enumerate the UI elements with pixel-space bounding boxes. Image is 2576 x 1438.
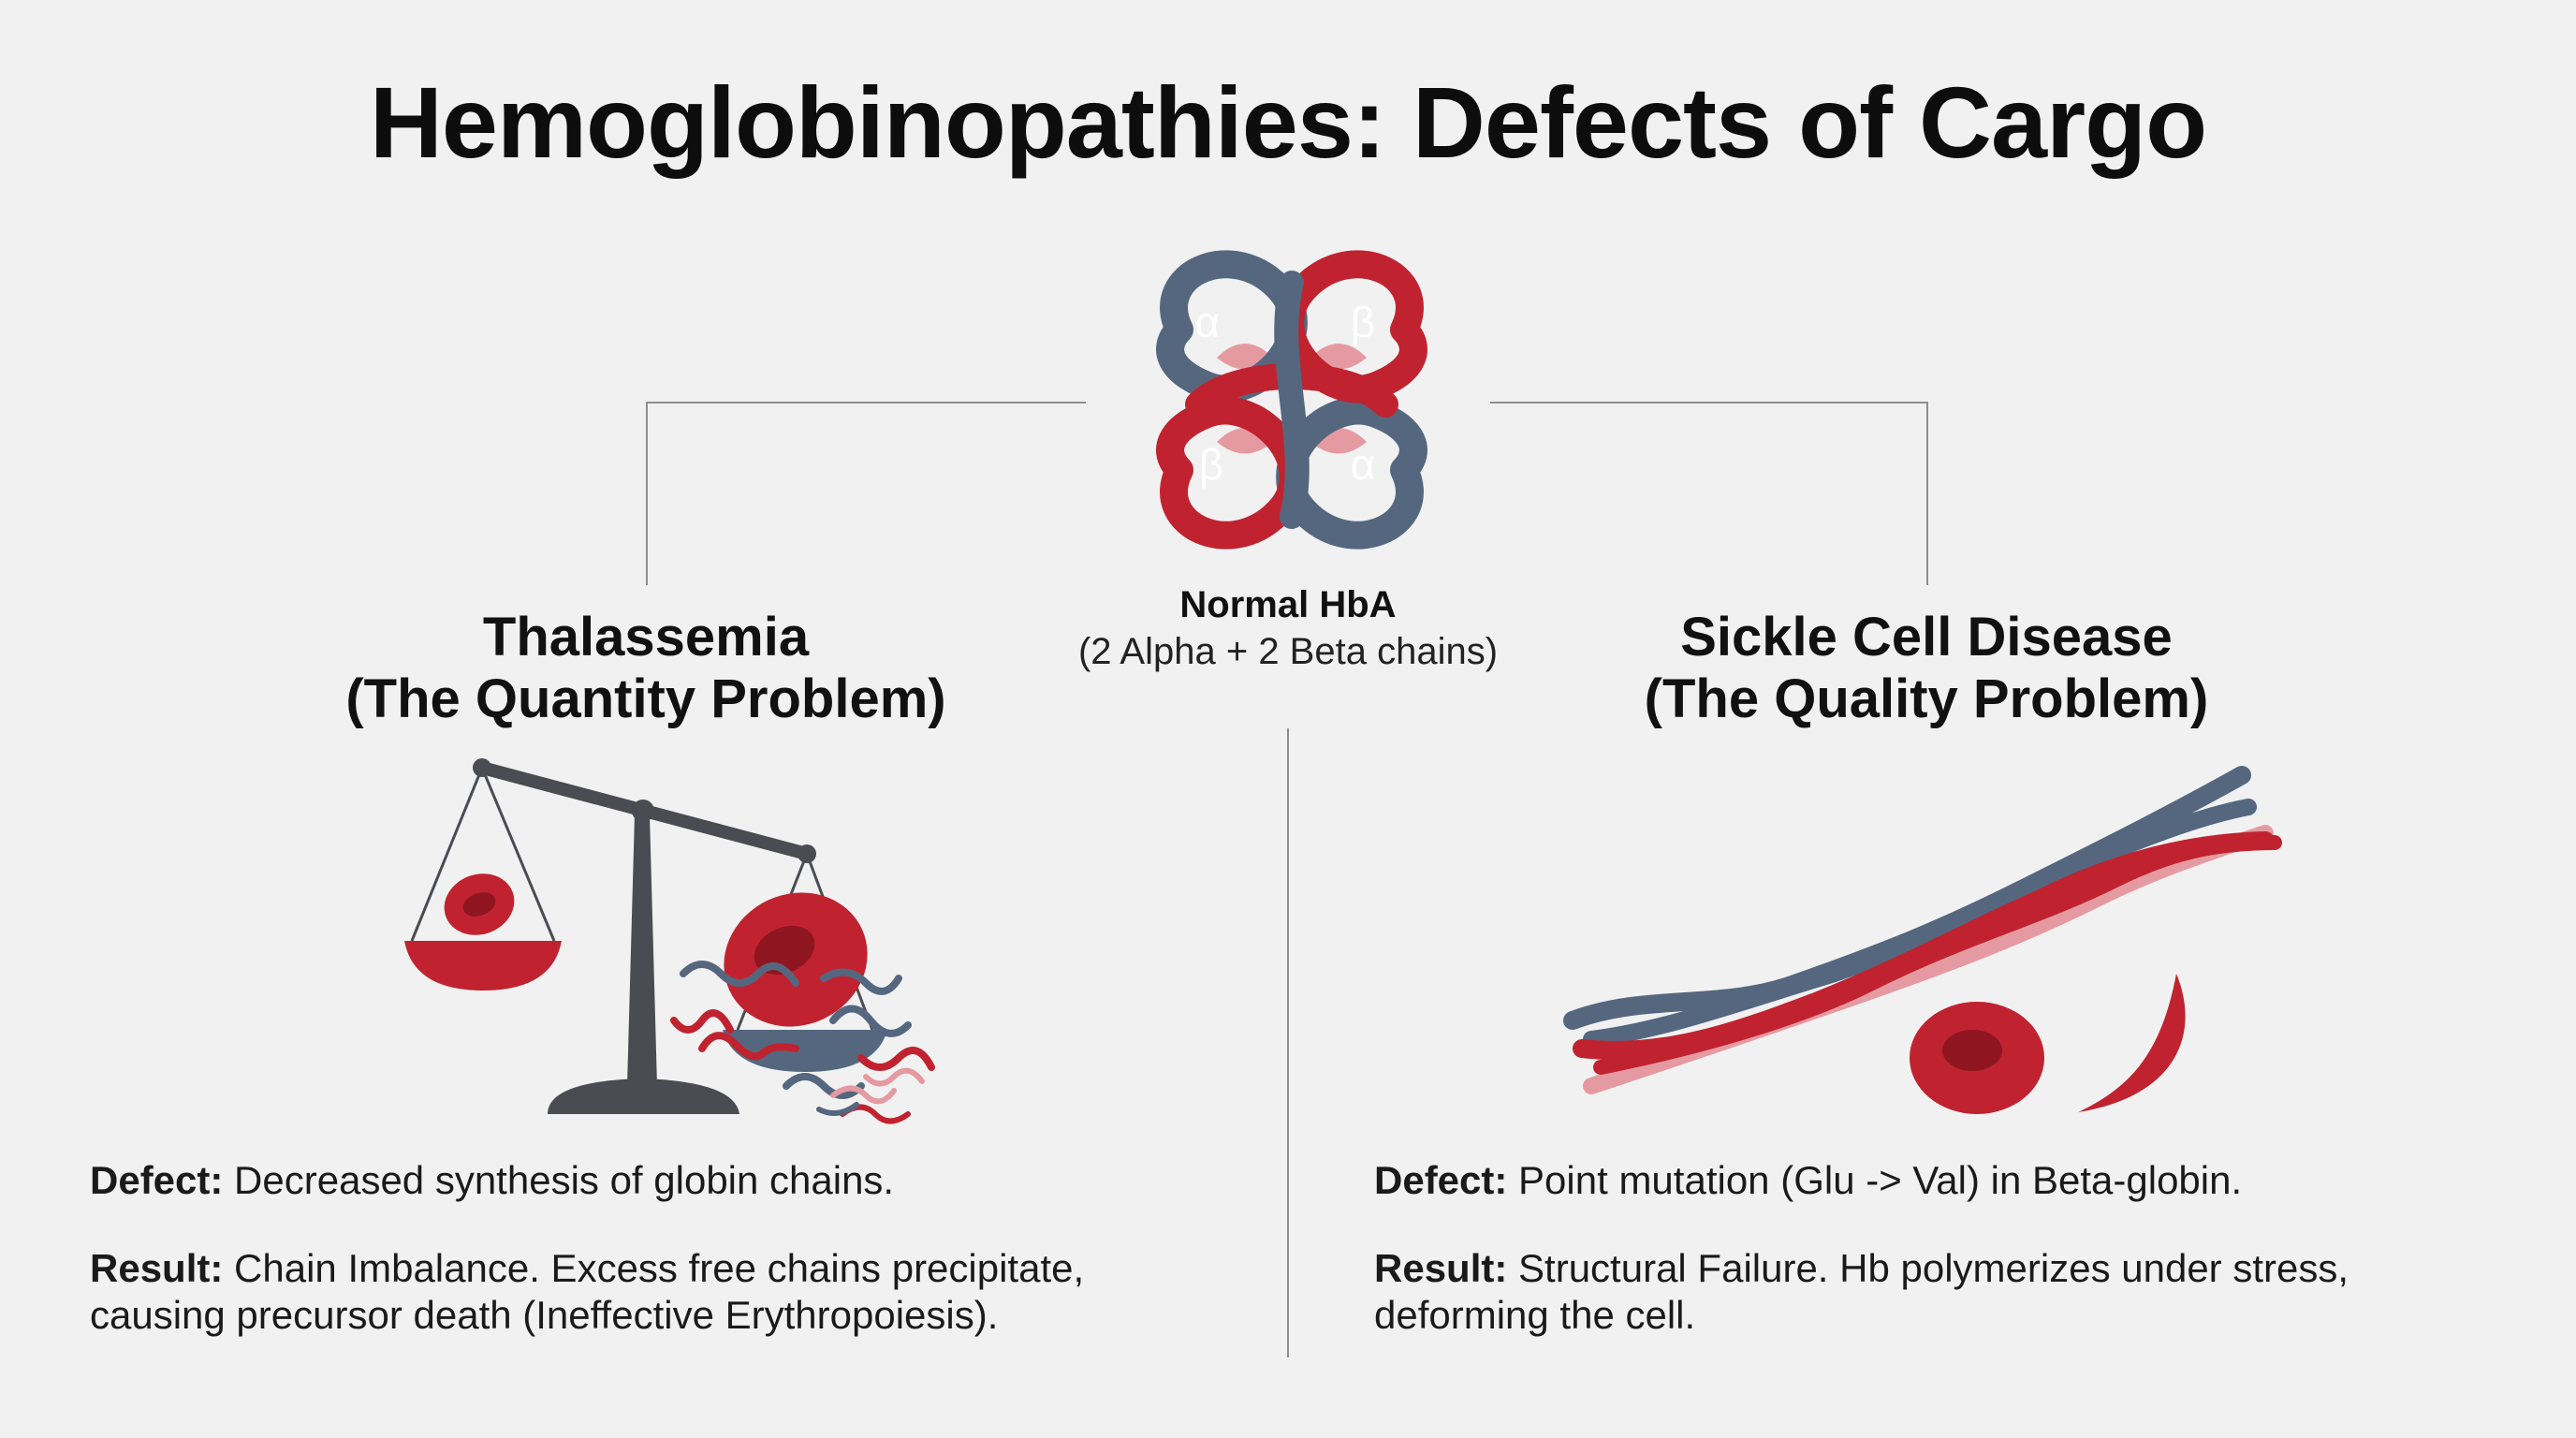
- connector-right-vertical: [1926, 402, 1928, 585]
- sickle-cell-heading: Sickle Cell Disease (The Quality Problem…: [1458, 607, 2394, 730]
- beta-label-bottom: β: [1199, 440, 1223, 489]
- normal-hba-label: Normal HbA (2 Alpha + 2 Beta chains): [988, 582, 1588, 676]
- thalassemia-title: Thalassemia: [482, 607, 810, 668]
- page-title: Hemoglobinopathies: Defects of Cargo: [369, 66, 2207, 179]
- normal-hba-subtitle: (2 Alpha + 2 Beta chains): [1077, 631, 1499, 672]
- center-divider: [1287, 728, 1289, 1357]
- alpha-label-bottom: α: [1351, 440, 1376, 489]
- connector-left-horizontal: [646, 402, 1086, 404]
- hemoglobin-molecule-icon: α β β α: [1156, 250, 1427, 550]
- beta-label-top: β: [1351, 298, 1375, 346]
- thalassemia-heading: Thalassemia (The Quantity Problem): [178, 607, 1114, 730]
- normal-hba-name: Normal HbA: [1179, 584, 1397, 625]
- alpha-label-top: α: [1195, 298, 1221, 346]
- thalassemia-result-label: Result:: [90, 1246, 224, 1290]
- sickle-cell-defect-label: Defect:: [1374, 1158, 1508, 1202]
- sickle-cell-subtitle: (The Quality Problem): [1644, 668, 2209, 729]
- hemoglobin-polymer-fiber-icon: [1563, 766, 2282, 1114]
- sickle-cell-result-line2: deforming the cell.: [1374, 1293, 1696, 1337]
- sickle-cell-defect: Defect: Point mutation (Glu -> Val) in B…: [1374, 1157, 2554, 1204]
- balance-scale-icon: [404, 758, 935, 1124]
- thalassemia-defect-text: Decreased synthesis of globin chains.: [234, 1158, 895, 1202]
- thalassemia-defect-label: Defect:: [90, 1158, 224, 1202]
- thalassemia-subtitle: (The Quantity Problem): [345, 668, 946, 729]
- sickle-cell-result-label: Result:: [1374, 1246, 1508, 1290]
- thalassemia-defect: Defect: Decreased synthesis of globin ch…: [90, 1157, 1251, 1204]
- thalassemia-result: Result: Chain Imbalance. Excess free cha…: [90, 1245, 1251, 1339]
- sickle-cell-result-line1: Structural Failure. Hb polymerizes under…: [1518, 1246, 2349, 1290]
- sickle-cell-defect-text: Point mutation (Glu -> Val) in Beta-glob…: [1518, 1158, 2243, 1202]
- connector-right-horizontal: [1490, 402, 1928, 404]
- thalassemia-result-line1: Chain Imbalance. Excess free chains prec…: [234, 1246, 1085, 1290]
- connector-left-vertical: [646, 402, 648, 585]
- sickle-cell-title: Sickle Cell Disease: [1680, 607, 2173, 668]
- thalassemia-result-line2: causing precursor death (Ineffective Ery…: [90, 1293, 999, 1337]
- sickle-cell-result: Result: Structural Failure. Hb polymeriz…: [1374, 1245, 2554, 1339]
